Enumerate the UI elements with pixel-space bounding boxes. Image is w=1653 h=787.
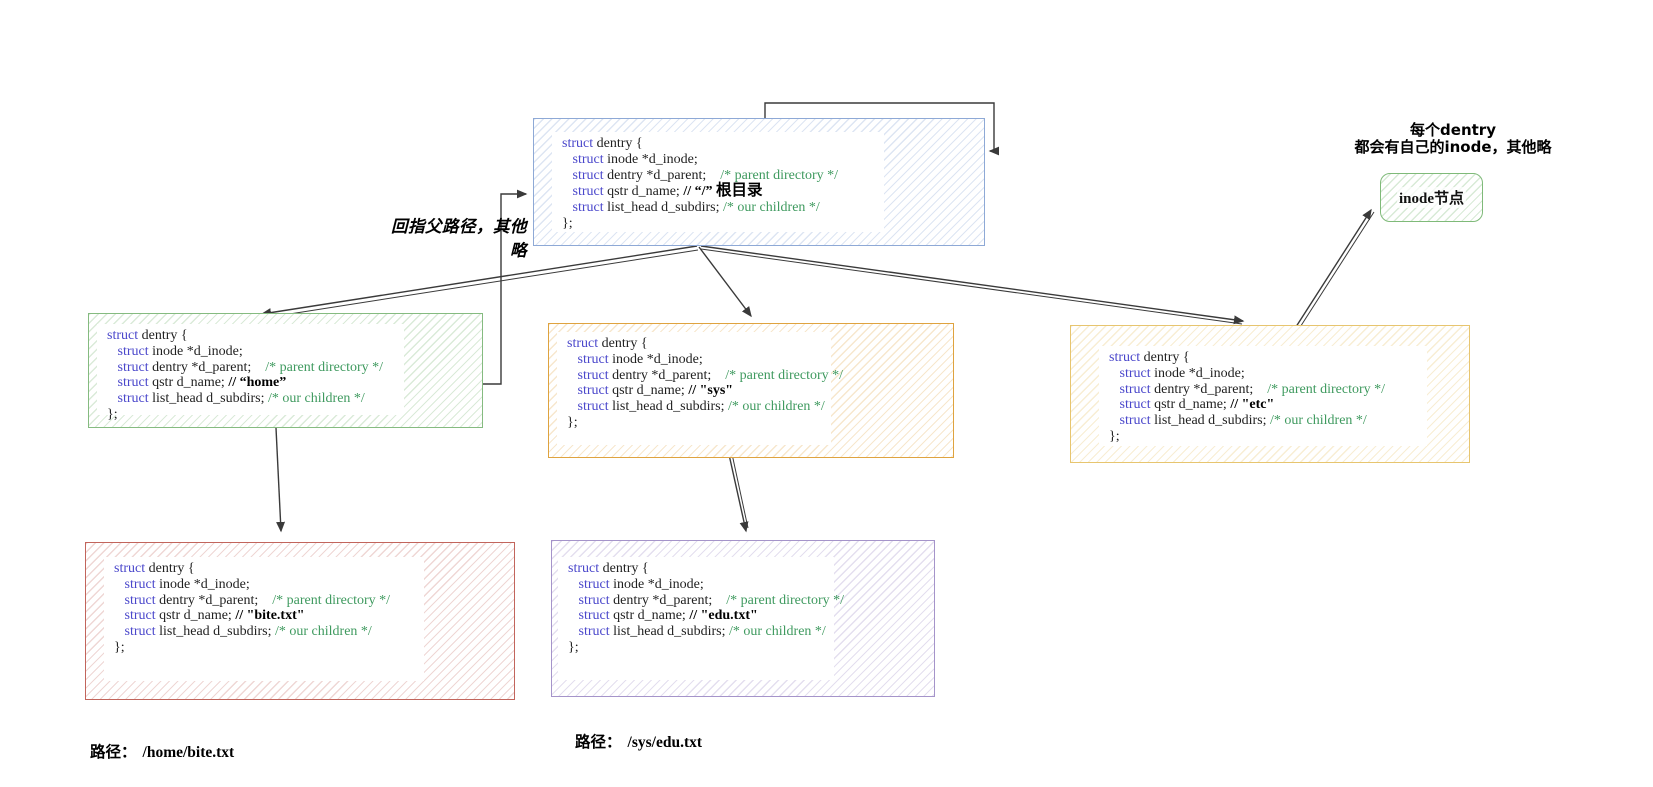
path-label-prefix: 路径： [575, 733, 622, 751]
code-etc: struct dentry { struct inode *d_inode; s… [1109, 350, 1386, 444]
dentry-box-edu-txt: struct dentry { struct inode *d_inode; s… [551, 540, 935, 697]
code-panel: struct dentry { struct inode *d_inode; s… [558, 557, 845, 680]
arrow-home-to-bite [275, 427, 286, 533]
path-value: /sys/edu.txt [627, 734, 703, 751]
inode-note-line2: 都会有自己的inode，其他略 [1354, 137, 1552, 156]
code-panel: struct dentry { struct inode *d_inode; s… [552, 132, 884, 232]
dentry-box-home: struct dentry { struct inode *d_inode; s… [88, 313, 483, 428]
parent-back-note: 回指父路径，其他略 [391, 217, 527, 260]
path-label-sys-edu: 路径： /sys/edu.txt [575, 730, 702, 752]
code-home: struct dentry { struct inode *d_inode; s… [107, 328, 384, 422]
path-value: /home/bite.txt [142, 744, 235, 761]
arrow-root-to-sys [698, 246, 752, 318]
arrow-root-to-etc-double [700, 248, 1243, 325]
path-label-prefix: 路径： [90, 743, 137, 761]
inode-node-box: inode节点 [1380, 173, 1483, 222]
code-bite-txt: struct dentry { struct inode *d_inode; s… [114, 561, 391, 655]
inode-node-label: inode节点 [1396, 187, 1466, 208]
code-panel: struct dentry { struct inode *d_inode; s… [557, 332, 844, 445]
code-panel: struct dentry { struct inode *d_inode; s… [1099, 346, 1427, 446]
path-label-home-bite: 路径： /home/bite.txt [90, 740, 234, 762]
code-root: struct dentry { struct inode *d_inode; s… [562, 136, 839, 231]
inode-note: 每个dentry 都会有自己的inode，其他略 [1335, 122, 1571, 155]
arrow-root-to-etc [700, 245, 1245, 325]
dentry-box-etc: struct dentry { struct inode *d_inode; s… [1070, 325, 1470, 463]
dentry-box-sys: struct dentry { struct inode *d_inode; s… [548, 323, 954, 458]
code-edu-txt: struct dentry { struct inode *d_inode; s… [568, 561, 845, 655]
dentry-box-bite-txt: struct dentry { struct inode *d_inode; s… [85, 542, 515, 700]
code-panel: struct dentry { struct inode *d_inode; s… [104, 557, 424, 681]
code-panel: struct dentry { struct inode *d_inode; s… [97, 324, 404, 422]
code-sys: struct dentry { struct inode *d_inode; s… [567, 336, 844, 430]
inode-note-line1: 每个dentry [1410, 121, 1496, 139]
dentry-box-root: struct dentry { struct inode *d_inode; s… [533, 118, 985, 246]
